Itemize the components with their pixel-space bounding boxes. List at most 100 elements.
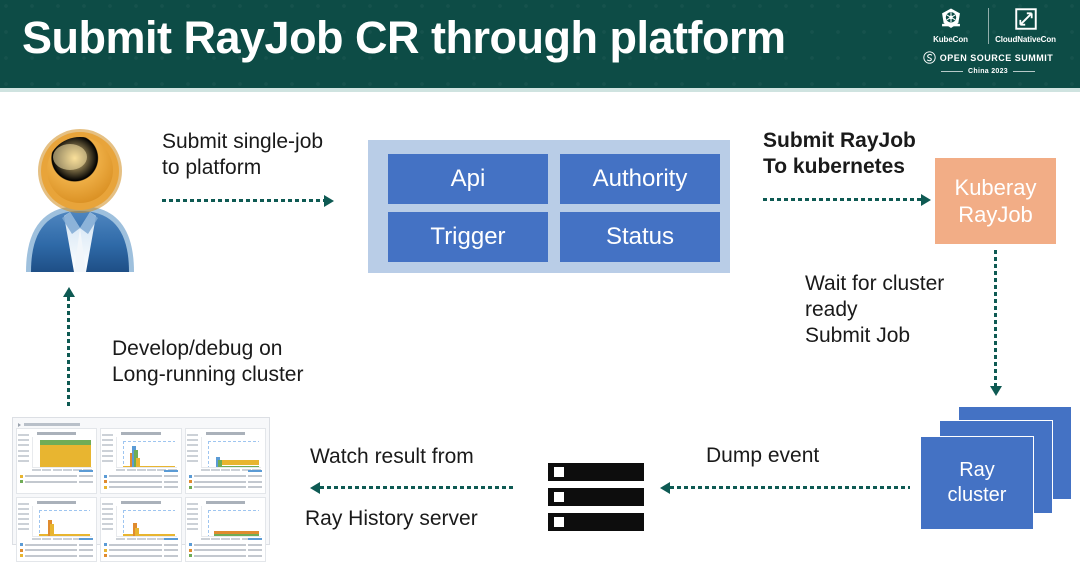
arrow-line xyxy=(67,297,70,407)
label-ray-history-server: Ray History server xyxy=(305,507,478,530)
label-submit-rayjob: Submit RayJob To kubernetes xyxy=(763,129,916,178)
arrow-head-left-icon xyxy=(660,482,670,494)
arrow-head-right-icon xyxy=(324,195,334,207)
server-led xyxy=(554,517,564,527)
logo-row: KubeCon CloudNativeCon xyxy=(920,6,1056,44)
band-series-green xyxy=(213,534,260,536)
dashboard-panel-node-disk xyxy=(184,496,266,562)
panel-legend xyxy=(20,543,94,558)
panel-link-tick xyxy=(163,469,178,472)
panel-plot xyxy=(200,505,261,537)
threshold-line-horizontal xyxy=(123,441,175,442)
band-series-green xyxy=(215,465,260,467)
platform-tile-trigger[interactable]: Trigger xyxy=(388,212,548,262)
platform-tile-authority[interactable]: Authority xyxy=(560,154,720,204)
server-bar-top xyxy=(548,463,644,481)
kuberay-rayjob-box[interactable]: Kuberay RayJob xyxy=(935,158,1056,244)
panel-link-tick xyxy=(248,469,262,472)
label-submit-single-job: Submit single-job to platform xyxy=(162,130,324,179)
platform-tile-api[interactable]: Api xyxy=(388,154,548,204)
panel-plot xyxy=(200,437,261,468)
threshold-line-vertical xyxy=(207,509,209,536)
threshold-line-horizontal xyxy=(39,509,91,511)
dashboard-panel-node-gpu-utilization xyxy=(16,496,98,562)
panel-link-tick xyxy=(163,538,178,540)
panel-y-axis xyxy=(18,434,29,465)
threshold-line-horizontal xyxy=(123,509,175,511)
threshold-line-vertical xyxy=(39,509,40,536)
baseline-series xyxy=(123,534,175,536)
panel-y-axis xyxy=(186,502,198,534)
panel-legend xyxy=(104,474,178,489)
baseline-series xyxy=(39,534,91,536)
kubecon-logo: KubeCon xyxy=(922,6,980,44)
panel-link-tick xyxy=(79,469,94,472)
dashboard-panel-node-cpu-utilization xyxy=(100,428,182,494)
label-watch-result-from: Watch result from xyxy=(310,445,474,468)
band-series-orange xyxy=(213,530,260,535)
grafana-dashboard-thumbnail[interactable] xyxy=(12,417,270,562)
cloudnativecon-logo: CloudNativeCon xyxy=(995,6,1056,44)
ray-cluster-line1: Ray xyxy=(959,459,995,481)
arrow-line xyxy=(162,199,324,202)
server-bar-bottom xyxy=(548,513,644,531)
cloudnativecon-label: CloudNativeCon xyxy=(995,35,1056,44)
summit-row: OPEN SOURCE SUMMIT xyxy=(920,51,1056,64)
slide-header xyxy=(0,0,1080,88)
server-bar-middle xyxy=(548,488,644,506)
dashboard-panel-node-count xyxy=(16,428,98,494)
panel-legend xyxy=(188,543,262,558)
chevron-right-icon xyxy=(18,422,21,427)
spike-yellow xyxy=(135,527,140,536)
band-series-yellow xyxy=(215,460,260,465)
spike-green xyxy=(217,459,222,467)
panel-y-axis xyxy=(102,434,114,465)
dashboard-panel-node-gpu-memory xyxy=(100,496,182,562)
baseline-series xyxy=(123,465,175,467)
server-led xyxy=(554,492,564,502)
arrow-line xyxy=(994,250,997,386)
dashboard-panel-node-memory-usage xyxy=(184,428,266,494)
arrow-line xyxy=(320,486,516,489)
panel-plot xyxy=(32,505,93,537)
arrow-head-up-icon xyxy=(63,287,75,297)
panel-title xyxy=(37,500,77,504)
platform-tile-status[interactable]: Status xyxy=(560,212,720,262)
page-title: Submit RayJob CR through platform xyxy=(22,12,786,63)
spike-yellow xyxy=(135,458,140,467)
open-source-summit-s-icon xyxy=(923,51,936,64)
kuberay-line1: Kuberay xyxy=(954,175,1037,200)
panel-plot xyxy=(32,437,93,468)
threshold-line-vertical xyxy=(123,509,125,536)
panel-plot xyxy=(116,505,177,537)
ray-cluster-card-front[interactable]: Ray cluster xyxy=(920,436,1034,530)
label-wait-for-cluster: Wait for cluster ready Submit Job xyxy=(805,272,945,347)
summit-year-row: China 2023 xyxy=(920,68,1056,75)
kuberay-line2: RayJob xyxy=(958,202,1033,227)
dashboard-title-placeholder xyxy=(24,423,80,426)
ray-cluster-line2: cluster xyxy=(947,484,1007,506)
arrow-head-down-icon xyxy=(990,386,1002,396)
arrow-platform-to-kuberay xyxy=(763,194,935,206)
arrow-historyserver-to-dashboard xyxy=(310,482,520,494)
kubecon-label: KubeCon xyxy=(933,35,968,44)
kubecon-helm-icon xyxy=(941,8,960,28)
server-led xyxy=(554,467,564,477)
panel-legend xyxy=(20,474,94,484)
panel-legend xyxy=(104,543,178,558)
arrow-dashboard-to-user xyxy=(63,287,75,407)
threshold-line-vertical xyxy=(123,441,125,467)
conference-logo-block: KubeCon CloudNativeCon OPEN SOURCE SUMMI… xyxy=(920,6,1056,82)
panel-y-axis xyxy=(186,434,198,465)
user-avatar xyxy=(26,129,134,272)
spike-yellow xyxy=(50,524,55,536)
arrow-line xyxy=(670,486,910,489)
arrow-head-left-icon xyxy=(310,482,320,494)
label-develop-debug: Develop/debug on Long-running cluster xyxy=(112,337,304,386)
panel-title xyxy=(121,432,161,435)
arrow-user-to-platform xyxy=(162,195,338,207)
panel-plot xyxy=(116,437,177,468)
arrow-raycluster-to-historyserver xyxy=(660,482,910,494)
panel-y-axis xyxy=(18,502,29,534)
threshold-line-horizontal xyxy=(207,509,259,511)
